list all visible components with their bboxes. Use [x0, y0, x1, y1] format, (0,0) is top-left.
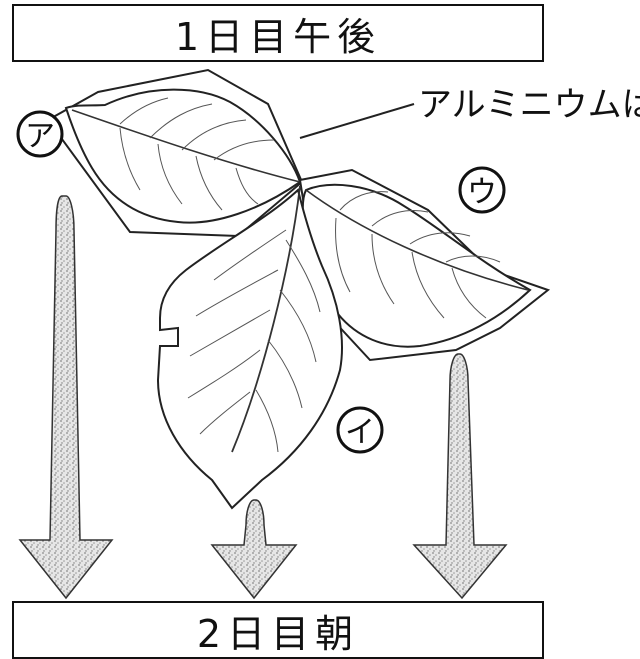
marker-c: ウ — [458, 166, 506, 214]
bottom-text: 2日目朝 — [196, 611, 360, 656]
marker-b-text: イ — [345, 415, 375, 450]
marker-c-text: ウ — [467, 175, 497, 210]
title-day1-afternoon: 1日目午後 — [12, 4, 544, 62]
callout-label: アルミニウムはく — [418, 85, 640, 125]
leaf-b — [156, 185, 343, 510]
marker-b: イ — [336, 406, 384, 454]
marker-a: ア — [16, 110, 64, 158]
title-text: 1日目午後 — [174, 14, 382, 59]
arrow-a — [18, 195, 114, 600]
title-day2-morning: 2日目朝 — [12, 601, 544, 659]
leaf-c — [298, 168, 551, 362]
leaf-a — [46, 68, 304, 238]
arrow-b — [210, 499, 298, 600]
arrow-c — [412, 353, 508, 600]
marker-a-text: ア — [25, 119, 55, 154]
callout-leader — [299, 103, 415, 139]
